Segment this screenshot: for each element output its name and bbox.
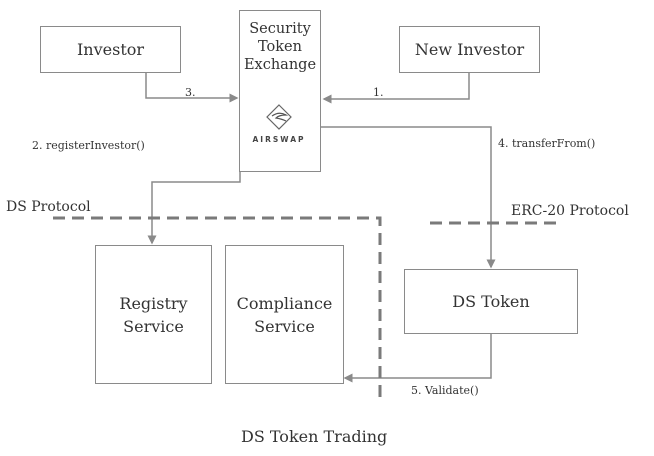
edge-label-step5: 5. Validate() <box>411 384 479 397</box>
edge-label-step4: 4. transferFrom() <box>498 137 596 150</box>
investor-label: Investor <box>76 40 145 59</box>
airswap-logo-text: AIRSWAP <box>252 135 306 144</box>
erc20-protocol-label: ERC-20 Protocol <box>511 203 629 219</box>
exchange-label-line3: Exchange <box>243 57 317 73</box>
security-token-exchange-node[interactable]: Security Token Exchange <box>239 10 321 172</box>
ds-token-label: DS Token <box>452 292 530 311</box>
edge-label-step1: 1. <box>373 86 384 99</box>
compliance-label-line1: Compliance <box>236 293 333 313</box>
ds-protocol-label: DS Protocol <box>6 199 91 215</box>
ds-protocol-boundary <box>53 216 382 404</box>
investor-node[interactable]: Investor <box>40 26 181 73</box>
compliance-label-line2: Service <box>254 316 315 336</box>
edge-step3 <box>145 73 239 103</box>
exchange-label-line1: Security <box>249 21 311 37</box>
diagram-caption: DS Token Trading <box>241 427 388 446</box>
new-investor-node[interactable]: New Investor <box>399 26 540 73</box>
edge-step1 <box>322 73 470 104</box>
edge-label-step3: 3. <box>185 86 196 99</box>
registry-label-line2: Service <box>123 316 184 336</box>
airswap-logo: AIRSWAP <box>249 103 309 161</box>
ds-token-node[interactable]: DS Token <box>404 269 578 334</box>
airswap-logo-icon <box>266 104 292 130</box>
edge-step4 <box>321 126 496 269</box>
compliance-service-node[interactable]: Compliance Service <box>225 245 344 384</box>
registry-service-node[interactable]: Registry Service <box>95 245 212 384</box>
registry-label-line1: Registry <box>119 293 188 313</box>
edge-step2 <box>147 172 241 245</box>
exchange-label-line2: Token <box>258 39 302 55</box>
edge-step5 <box>343 333 492 383</box>
new-investor-label: New Investor <box>414 40 525 59</box>
edge-label-step2: 2. registerInvestor() <box>32 139 145 152</box>
